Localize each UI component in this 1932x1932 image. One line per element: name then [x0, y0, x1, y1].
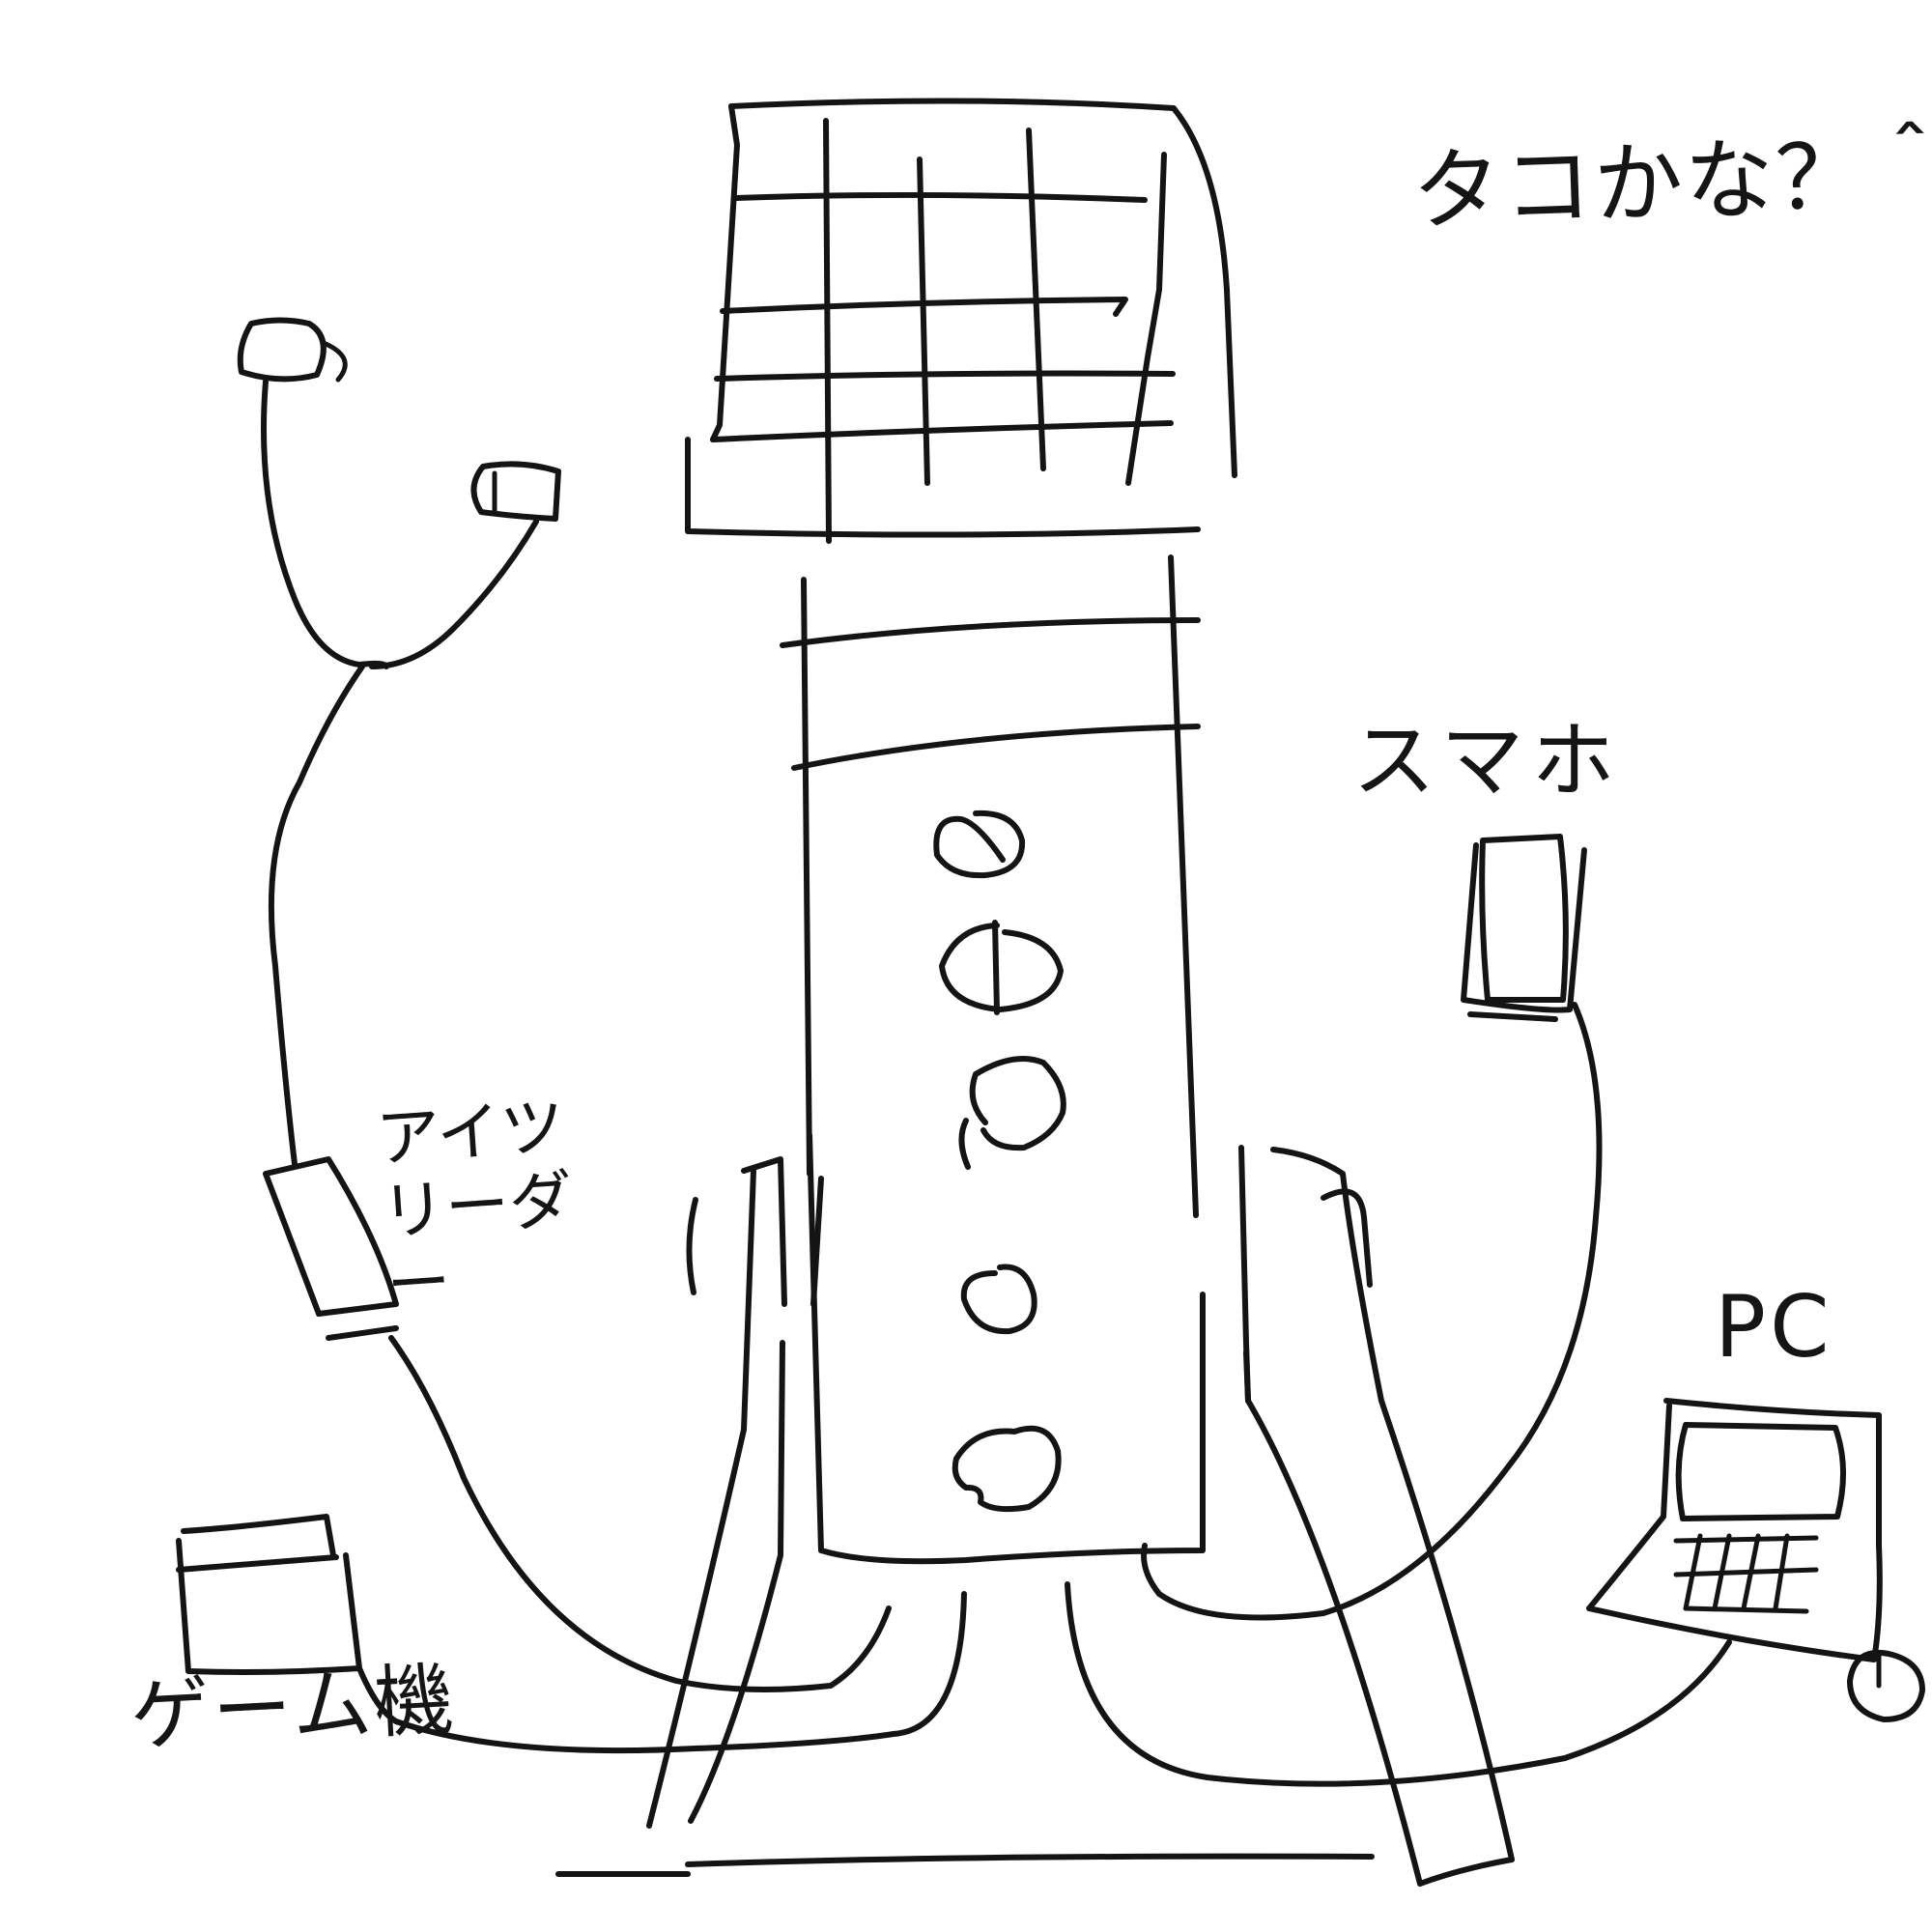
laptop-icon [1065, 1398, 1925, 1787]
game-console-icon [176, 1514, 967, 1754]
card-reader-icon [263, 664, 892, 1692]
smartphone-icon [1141, 834, 1603, 1621]
grid-panel [685, 98, 1237, 544]
smartphone-label: スマホ [1352, 713, 1623, 810]
earphones [237, 317, 561, 669]
pc-label: PC [1715, 1277, 1833, 1377]
card-reader-label: アイツ リーダー [374, 1089, 576, 1323]
hub-legs [555, 1145, 1515, 1887]
hub-body [780, 554, 1206, 1565]
game-console-label: ゲーム機 [128, 1654, 459, 1763]
caption-text: タコかな？＾－＾ [1410, 114, 1932, 244]
